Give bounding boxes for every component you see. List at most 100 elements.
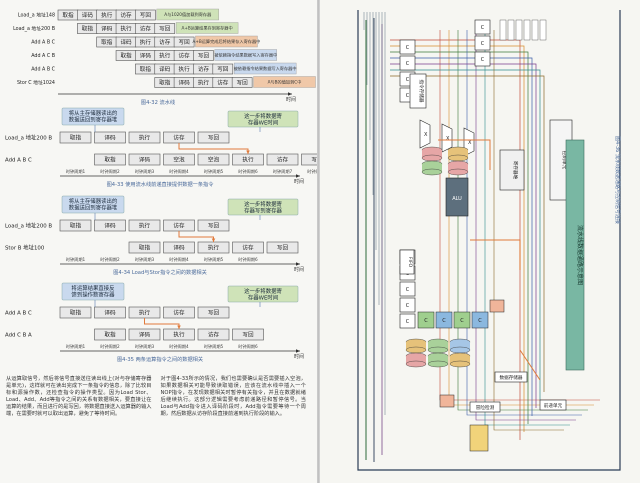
fig33-cycle-6: 时钟周期7 [273,168,293,175]
fig33-top-stage-0 [59,131,92,144]
hazard-path-1 [470,239,521,270]
fig32-stage-0-0-label: 取指 [62,11,74,19]
time-axis-arrow-fig33 [296,174,300,178]
fig33-bottom-stage-3 [197,153,230,166]
time-axis-label-fig33: 时间 [294,178,304,185]
fig35-forward-arrowhead [177,325,181,329]
fig35-bottom-stage-0 [94,328,126,341]
fig32-stage-1-2-label: 执行 [120,25,132,33]
reg-stack-id-cell-label-2: C [481,57,485,63]
fig33-bottom-stage-1 [128,153,161,166]
fig33-callout-right [227,110,299,128]
bus-wire-v-6 [493,30,564,431]
fig34-cycle-1: 时钟周期2 [100,256,120,263]
fig32-stage-3-4-label: 写回 [198,53,210,60]
fig35-cycle-5: 时钟周期6 [238,343,258,350]
fig33-cycle-0: 时钟周期1 [66,168,86,175]
time-axis-arrow-fig34 [296,262,300,266]
fig34-top-stage-1 [94,219,126,232]
fig33-bottom-stage-0 [94,153,126,166]
datamem-cyl-4-bottom [427,360,449,368]
mux-label-2: X [468,140,472,146]
fig34-bottom-stage-3 [232,241,264,254]
fig35-cycle-4: 时钟周期5 [204,343,224,350]
fig33-top-stage-4-label: 写回 [208,135,220,142]
time-axis-arrow-fig35 [296,349,300,353]
fig32-stage-0-1-label: 译码 [82,11,94,19]
fig34-callout-right-text-1: 存器写到寄存器 [244,207,282,215]
fig34-bottom-stage-3-label: 访存 [242,244,254,252]
fig35-top-stage-4-label: 写回 [208,310,220,317]
fig33-callout-right-text-0: 这一步将数据寄 [244,112,282,120]
hazard-unit-block [469,401,501,413]
fig33-forward-arrowhead [246,150,250,154]
right-page: CCCCCCCCCCCCXXXALUCCCC指令存储器FIFO寄存器堆控制单元数… [320,0,640,483]
fig34-top-stage-2-label: 执行 [139,222,151,230]
fig32-stage-5-4-label: 写回 [237,80,249,87]
fig35-bottom-stage-4-label: 写回 [242,332,254,339]
fifo-block [399,249,415,275]
pipe-reg-strip-label-2: C [460,318,464,324]
fig33-cycle-3: 时钟周期4 [169,168,189,175]
datamem-cyl-3-body [406,356,426,364]
fig34-top-stage-1-label: 译码 [104,222,116,230]
fig32-stage-3-0-label: 取指 [120,52,132,60]
fig32-note-4 [233,62,297,75]
fig32-note-3 [214,49,278,61]
bus-wire-6 [390,75,545,392]
fig32-row-label-0: Load_a 地址148 [18,12,55,19]
fig35-top-stage-0 [59,306,92,319]
pipe-reg-strip-label-0: C [424,318,428,324]
instr-mem-block-label: 指令存储器 [418,80,425,103]
fig32-stage-2-3-label: 访存 [159,38,171,46]
top-latch-4 [531,19,539,41]
bus-wire-4 [390,63,537,408]
reg-stack-id-cell-label-1: C [481,41,485,47]
fig32-stage-3-4 [193,50,214,61]
side-label-2: 图4-36 流水线数据通路与控制信号连接 [614,136,621,224]
regfile-cyl-2-body [422,164,442,172]
fig33-top-stage-2 [128,131,161,144]
bus-wire-3 [390,57,533,416]
regfile-block-label: 寄存器堆 [512,161,519,180]
fig34-top-stage-0-label: 取指 [70,222,82,230]
reg-stack-if-cell-1 [399,55,416,71]
datamem-cyl-5-bottom [449,360,471,368]
fig32-row-label-1: Load_a 地址200 B [13,25,55,32]
fig34-cycle-0: 时钟周期1 [66,256,86,263]
fig35-top-stage-2-label: 执行 [139,309,151,317]
fig33-bottom-stage-5 [266,153,299,166]
fig33-callout-left-text-0: 将从主存储器读出的 [69,109,118,117]
fig33-bottom-stage-6-label: 写回 [311,157,317,164]
fig33-caption: 图4-33 使用流水线前递直接提供数据一条指令 [107,180,215,188]
reg-stack-ex-cell-3 [399,297,416,313]
fig33-bottom-stage-3-label: 空泡 [208,156,220,164]
fig34-bottom-stage-4 [266,241,299,254]
fig35-top-stage-1-label: 译码 [104,309,116,317]
datapath-diagram: CCCCCCCCCCCCXXXALUCCCC指令存储器FIFO寄存器堆控制单元数… [357,10,621,471]
fig32-stage-2-4 [173,36,195,48]
alu-label: ALU [452,196,462,202]
fig35-forward-arrow [144,318,180,329]
fig32-stage-5-1-label: 译码 [178,79,190,87]
fig35-row-label-0: Add A B C [5,311,32,317]
data-mem-block [494,371,528,383]
fig32-note-text-2: A+B运算完成后将结果存入寄存器中 [193,38,261,45]
fig34-bottom-stage-1-label: 译码 [173,244,185,252]
fig35-callout-left-text-1: 馈到操作数寄存器 [71,291,115,299]
fig34-bottom-stage-1 [163,241,195,254]
reg-stack-id-cell-0 [474,19,491,35]
fig32-note-5 [253,76,316,88]
fig32-stage-4-4 [212,63,234,75]
regfile-cyl-3-bottom [447,168,469,176]
body-paragraph-1: 从运算取信号，然后将信号直接送往读出线上(对与存储寄存器是单元)，这样就可在读出… [6,376,152,418]
datamem-cyl-1-body [428,342,448,350]
fig34-bottom-stage-2-label: 执行 [208,244,220,252]
bus-wire-1 [390,45,525,432]
top-latch-3 [523,19,531,41]
time-axis-label-fig35: 时间 [294,353,304,360]
fig35-bottom-stage-4 [232,328,264,341]
fig32-stage-0-4-label: 写回 [140,12,152,19]
top-latch-5 [539,19,547,41]
